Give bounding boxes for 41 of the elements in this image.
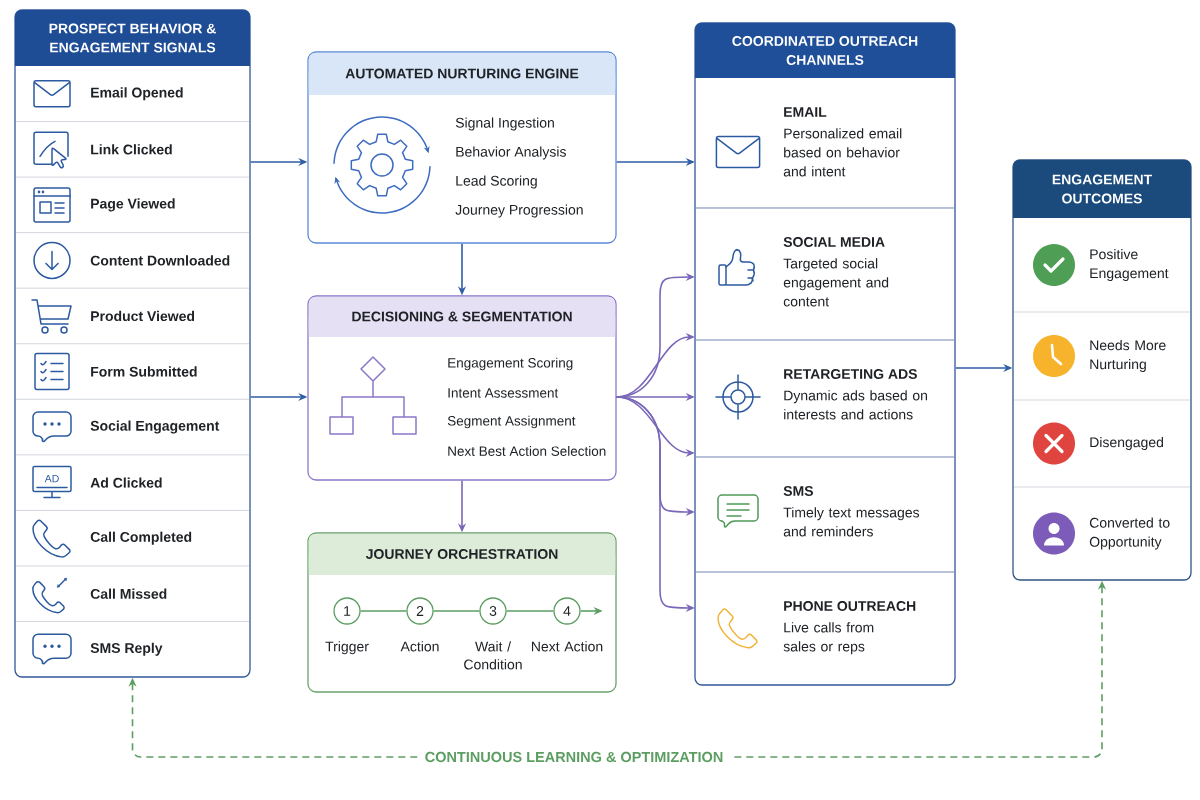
signal-row: Social Engagement — [15, 420, 250, 456]
list-item: Engagement Scoring — [448, 357, 573, 371]
step-label: Next Action — [531, 641, 603, 652]
channel-row: RETARGETING ADS Dynamic ads based on interests and actions — [695, 369, 955, 458]
connector-line — [359, 610, 408, 612]
panel-header: PROSPECT BEHAVIOR & ENGAGEMENT SIGNALS — [15, 10, 250, 66]
step-label: Action — [400, 641, 439, 652]
box-header: JOURNEY ORCHESTRATION — [308, 533, 616, 575]
signal-row: Email Opened — [15, 87, 250, 123]
outcome-row: Needs More Nurturing — [1013, 339, 1191, 401]
signal-row: Page Viewed — [15, 198, 250, 234]
connector-line — [505, 610, 555, 612]
channel-row: SMS Timely text messages and reminders — [695, 486, 955, 573]
signal-row: Form Submitted — [15, 366, 250, 400]
list-item: Journey Progression — [455, 204, 583, 218]
channel-row: PHONE OUTREACH Live calls from sales or reps — [783, 601, 916, 655]
outcome-row: Positive Engagement — [1013, 248, 1191, 313]
list-item: Next Best Action Selection — [448, 446, 606, 456]
signal-row: Call Completed — [15, 531, 250, 567]
box-header: AUTOMATED NURTURING ENGINE — [308, 52, 616, 95]
list-item: Segment Assignment — [447, 415, 576, 429]
list-item: Behavior Analysis — [456, 146, 566, 160]
signal-row: Link Clicked — [15, 144, 250, 178]
edge-label: CONTINUOUS LEARNING & OPTIMIZATION — [417, 748, 731, 766]
channel-row: SOCIAL MEDIA Targeted social engagement and content — [695, 237, 955, 341]
signal-row: Content Downloaded — [15, 255, 250, 289]
outcome-row: Converted to Opportunity — [1089, 517, 1170, 550]
connector-line — [432, 610, 481, 612]
step-label: Wait / Condition — [464, 641, 522, 670]
channel-row: EMAIL Personalized email based on behavior and intent — [695, 107, 955, 209]
outcome-row: Disengaged — [1013, 436, 1191, 488]
panel-header: COORDINATED OUTREACH CHANNELS — [695, 23, 955, 78]
list-item: Lead Scoring — [456, 175, 537, 189]
panel-header: ENGAGEMENT OUTCOMES — [1013, 160, 1191, 218]
box-header: DECISIONING & SEGMENTATION — [308, 296, 616, 337]
signal-row: Product Viewed — [15, 310, 250, 345]
step-label: Trigger — [325, 641, 369, 655]
signal-row: Call Missed — [15, 588, 250, 622]
list-item: Signal Ingestion — [455, 117, 554, 131]
list-item: Intent Assessment — [448, 388, 559, 398]
signal-row: SMS Reply — [90, 642, 163, 656]
